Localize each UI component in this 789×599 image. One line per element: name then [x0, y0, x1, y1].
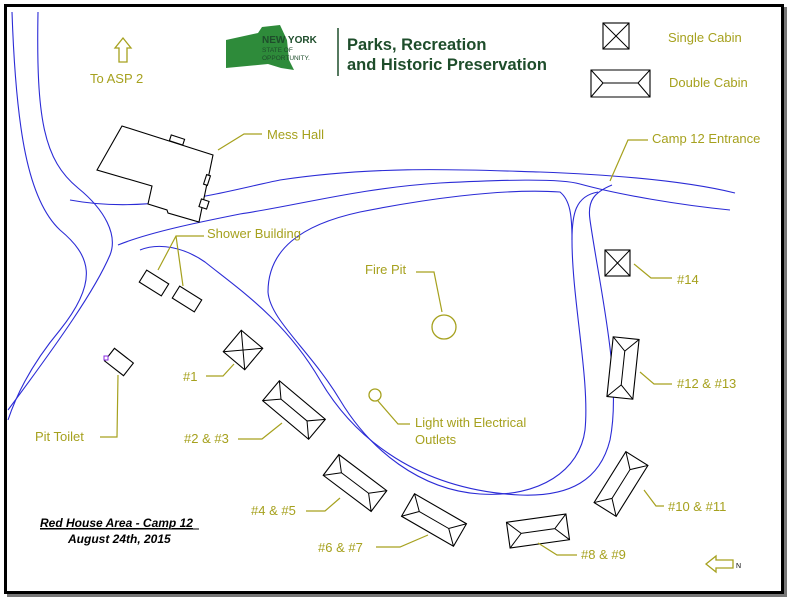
parks-logo: NEW YORK STATE OF OPPORTUNITY. Parks, Re… — [226, 25, 547, 76]
light-icon — [368, 388, 382, 402]
legend-single-cabin-label: Single Cabin — [668, 30, 742, 45]
cabin-8-9-label: #8 & #9 — [581, 547, 626, 562]
cabin-6-7-label: #6 & #7 — [318, 540, 363, 555]
to-asp2-label: To ASP 2 — [90, 71, 143, 86]
fire-pit: Fire Pit — [365, 262, 457, 340]
cabin-14: #14 — [604, 249, 699, 287]
title-line2: August 24th, 2015 — [67, 532, 171, 546]
road-loop-outer — [139, 184, 615, 496]
cabin-6-7: #6 & #7 — [318, 492, 468, 555]
north-arrow: N — [704, 554, 741, 574]
arrow-left-icon — [704, 554, 734, 574]
shower-building: Shower Building — [138, 226, 301, 313]
cabin-10-11-label: #10 & #11 — [668, 499, 726, 514]
cabin-4-5-label: #4 & #5 — [251, 503, 296, 518]
shower-building-2 — [171, 285, 203, 313]
mess-hall-building — [96, 125, 214, 223]
arrow-up-icon — [113, 36, 133, 63]
camp-entrance-label: Camp 12 Entrance — [652, 131, 760, 146]
pit-toilet-building — [103, 347, 135, 377]
cabin-2-3: #2 & #3 — [184, 379, 327, 446]
road-loop-inner — [267, 190, 587, 495]
logo-state-line3: OPPORTUNITY. — [262, 55, 310, 62]
map-frame — [4, 4, 784, 594]
cabin-1-label: #1 — [183, 369, 197, 384]
new-york-state-icon — [226, 25, 294, 70]
legend: Single Cabin Double Cabin — [590, 22, 748, 98]
shower-building-label: Shower Building — [207, 226, 301, 241]
legend-double-cabin-label: Double Cabin — [669, 75, 748, 90]
light-outlets: Light with Electrical Outlets — [368, 388, 526, 447]
to-asp2-marker: To ASP 2 — [90, 36, 143, 86]
fire-pit-label: Fire Pit — [365, 262, 407, 277]
shower-building-1 — [138, 269, 170, 297]
title-line1: Red House Area - Camp 12 — [40, 516, 193, 530]
fire-pit-icon — [431, 314, 457, 340]
logo-agency-line2: and Historic Preservation — [347, 56, 547, 74]
road-west-outer — [7, 11, 87, 421]
logo-state-line1: NEW YORK — [262, 35, 318, 46]
road-entrance-inner — [571, 191, 599, 241]
light-label-line1: Light with Electrical — [415, 415, 526, 430]
road-north-bottom — [117, 179, 731, 246]
cabin-1: #1 — [183, 329, 264, 384]
mess-hall: Mess Hall — [96, 125, 324, 223]
cabin-8-9: #8 & #9 — [505, 513, 626, 562]
logo-agency-line1: Parks, Recreation — [347, 36, 486, 54]
pit-toilet: Pit Toilet — [35, 347, 135, 444]
cabin-10-11: #10 & #11 — [593, 450, 726, 518]
cabin-4-5: #4 & #5 — [251, 453, 388, 518]
light-label-line2: Outlets — [415, 432, 457, 447]
cabin-12-13-label: #12 & #13 — [677, 376, 736, 391]
pit-toilet-label: Pit Toilet — [35, 429, 84, 444]
map-title: Red House Area - Camp 12 August 24th, 20… — [40, 516, 199, 546]
logo-state-line2: STATE OF — [262, 47, 293, 54]
mess-hall-label: Mess Hall — [267, 127, 324, 142]
north-label: N — [736, 563, 741, 570]
roads — [7, 11, 736, 496]
cabin-14-label: #14 — [677, 272, 699, 287]
road-west-inner — [7, 11, 113, 411]
cabin-12-13: #12 & #13 — [606, 336, 736, 400]
cabin-2-3-label: #2 & #3 — [184, 431, 229, 446]
